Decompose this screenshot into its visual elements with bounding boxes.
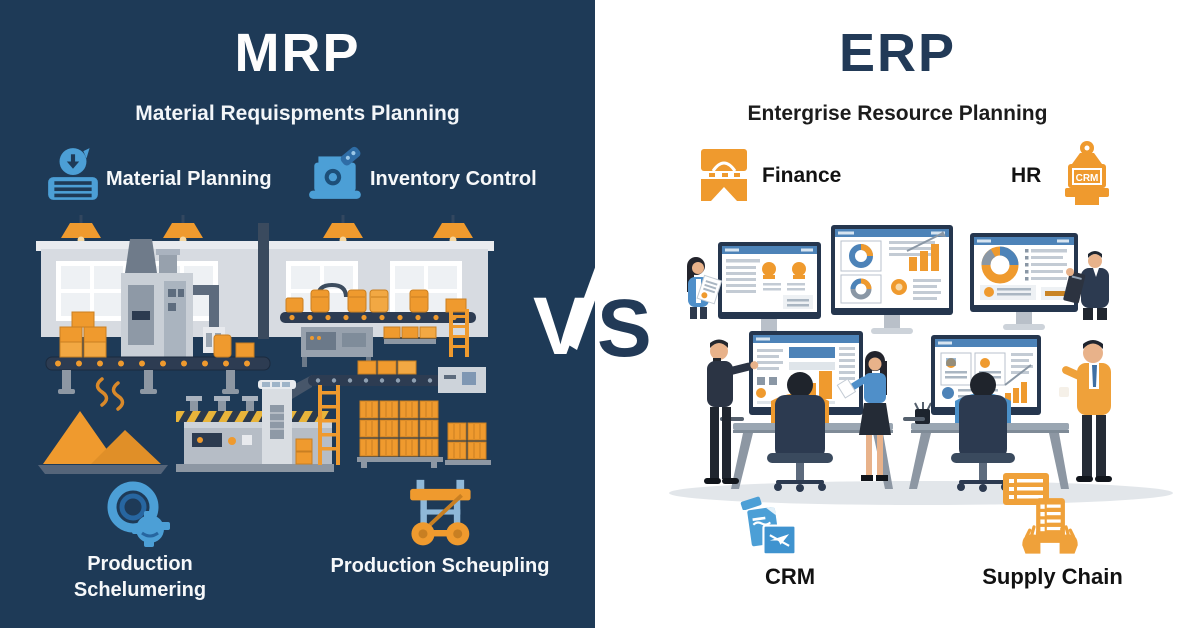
presenter-man	[1063, 251, 1109, 320]
sand-piles	[38, 377, 168, 474]
monitor-3	[970, 233, 1078, 330]
feature-label-production-schelumering: Production Schelumering	[73, 553, 207, 601]
support-pole	[258, 223, 269, 339]
feature-label-crm: CRM	[764, 564, 816, 589]
feature-label-inventory-control: Inventory Control	[370, 168, 537, 190]
standing-man-right	[1059, 340, 1112, 482]
conveyor-right	[280, 282, 476, 367]
machine-cab	[258, 380, 296, 464]
vs-slash	[567, 202, 629, 350]
conveyor-left	[45, 311, 271, 394]
crm-stamp-icon: CRM	[1065, 141, 1109, 205]
office-chair-1	[767, 395, 833, 492]
teller-window-icon	[701, 149, 747, 201]
feature-label-supply-chain: Supply Chain	[982, 564, 1123, 589]
mrp-title: MRP	[234, 23, 361, 83]
standing-woman	[836, 351, 891, 481]
feature-label-finance: Finance	[762, 164, 842, 187]
feature-label-hr: HR	[1011, 164, 1042, 187]
production-machine	[121, 239, 225, 357]
seated-worker-1	[767, 372, 833, 492]
crm-stamp-text: CRM	[1076, 173, 1099, 184]
boxes-on-belt	[59, 311, 255, 358]
seated-worker-2	[951, 372, 1015, 492]
office-chair-2	[951, 395, 1015, 492]
scanner-tag-icon	[309, 146, 361, 199]
storage-box	[1003, 473, 1049, 505]
erp-subtitle: Entergrise Resource Planning	[747, 102, 1048, 125]
factory-cart-icon	[410, 479, 471, 546]
monitor-1	[718, 242, 821, 337]
mrp-subtitle: Material Requispments Planning	[135, 102, 460, 125]
second-conveyor	[274, 360, 486, 405]
gear-magnifier-icon	[107, 481, 170, 547]
dropped-paper	[740, 496, 762, 510]
download-tray-icon	[48, 148, 98, 200]
vs-letter-s: S	[597, 283, 652, 374]
pallet-boxes	[383, 326, 437, 344]
feature-label-material-planning: Material Planning	[106, 168, 272, 190]
ladder-right	[449, 309, 469, 357]
documents-icon	[747, 506, 797, 556]
standing-man-left	[704, 339, 759, 484]
presenter-woman	[687, 257, 723, 319]
crate-stacks	[357, 400, 491, 468]
feature-label-production-scheupling: Production Scheupling	[330, 555, 550, 577]
vs-divider: V S	[533, 200, 673, 375]
hands-checklist-icon	[1022, 498, 1078, 554]
erp-title: ERP	[838, 23, 957, 83]
ladder-mid	[318, 385, 340, 465]
hazard-machine	[176, 380, 334, 472]
monitor-2	[831, 225, 953, 334]
barrels	[285, 282, 467, 313]
factory-floor-scene	[36, 215, 494, 474]
office-dashboard-scene	[669, 225, 1173, 510]
control-table	[301, 327, 373, 367]
